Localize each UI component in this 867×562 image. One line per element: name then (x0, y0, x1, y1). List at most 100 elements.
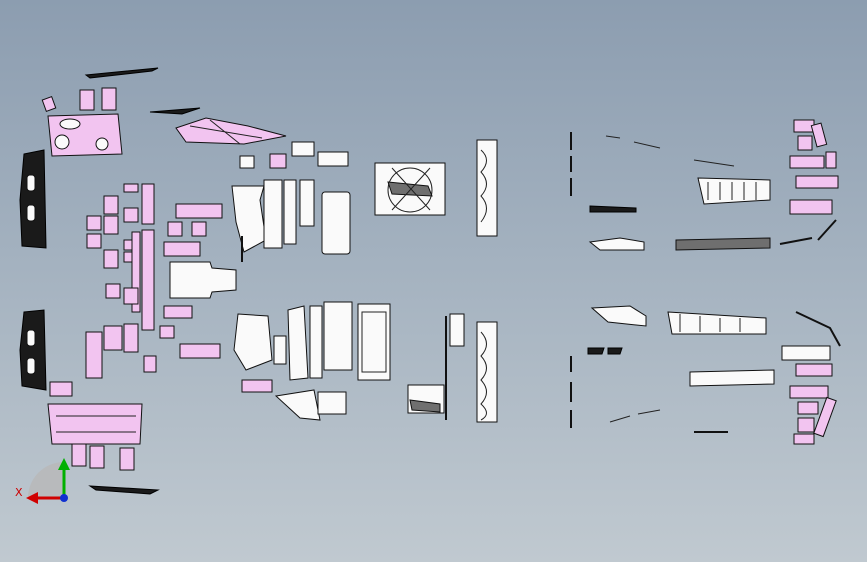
small-part (813, 396, 837, 438)
rail-part (131, 231, 141, 313)
bracket-slot (26, 329, 36, 347)
plate-part (179, 343, 221, 359)
small-part (797, 417, 815, 433)
plate-part (789, 155, 825, 169)
small-part (317, 151, 349, 167)
thin-line-part (609, 409, 661, 423)
bolt-boss (54, 134, 70, 150)
beam-ribs (679, 314, 741, 332)
small-part (317, 391, 347, 415)
block-part (321, 191, 351, 255)
plate-part (789, 385, 829, 399)
plate-part (163, 305, 193, 319)
beam-part (689, 369, 775, 387)
tread-pattern (480, 149, 487, 223)
plate-part (781, 345, 831, 361)
small-part (810, 122, 828, 148)
small-part (825, 151, 837, 169)
mount-hole (59, 118, 81, 130)
small-panel-part (79, 89, 95, 111)
small-part (119, 447, 135, 471)
tread-pattern (480, 331, 487, 421)
small-bracket-part (41, 96, 57, 112)
tread-strip-part (476, 139, 498, 237)
arm-part (588, 237, 645, 251)
blade-edge (189, 119, 263, 145)
plate-part (163, 241, 201, 257)
right-lower-cluster (570, 305, 841, 445)
arm-part (590, 305, 647, 327)
small-part (103, 325, 123, 351)
small-part (123, 287, 139, 305)
wheel-rim (387, 167, 433, 213)
small-panel-part (101, 87, 117, 111)
small-part (793, 433, 815, 445)
small-part (103, 215, 119, 235)
bracket-part (233, 313, 273, 371)
plate-part (795, 175, 839, 189)
wheel-spoke-lines (391, 167, 431, 211)
small-part (85, 331, 103, 379)
small-part (103, 249, 119, 269)
plate-part (175, 203, 223, 219)
column-part (263, 179, 283, 249)
tread-strip-part (476, 321, 498, 423)
small-part (797, 401, 819, 415)
frame-inner (361, 311, 387, 373)
small-part (191, 221, 207, 237)
small-dark-part (607, 347, 623, 355)
small-part (123, 207, 139, 223)
column-part (323, 301, 353, 371)
small-part (71, 443, 87, 467)
plate-part (789, 199, 833, 215)
bracket-slot (26, 174, 36, 192)
arm-part (675, 237, 771, 251)
blade-part (175, 117, 287, 145)
plate-part (241, 379, 273, 393)
small-part (159, 325, 175, 339)
small-part (49, 381, 73, 397)
bracket-slot (26, 357, 36, 375)
bolt-boss (95, 137, 109, 151)
small-part (274, 389, 321, 421)
thin-strip-part (84, 67, 159, 79)
small-part (123, 323, 139, 353)
thin-strip-part (589, 205, 637, 213)
thin-strip-part (149, 107, 201, 115)
left-upper-cluster (19, 67, 498, 331)
triad-quadrant (28, 462, 64, 498)
beam-part (667, 311, 767, 335)
small-dark-part (587, 347, 605, 355)
small-part (89, 445, 105, 469)
rail-part (141, 183, 155, 225)
small-part (239, 155, 255, 169)
small-part (86, 233, 102, 249)
coordinate-triad-icon: X (15, 458, 70, 504)
bracket-slot (26, 204, 36, 222)
wheel-spoke (409, 399, 441, 413)
column-part (299, 179, 315, 227)
small-part (103, 195, 119, 215)
thin-line-part (795, 311, 841, 347)
axis-x-label: X (15, 486, 23, 499)
housing-part (47, 403, 143, 445)
small-part (269, 153, 287, 169)
rail-part (141, 229, 155, 331)
thin-strip-part (88, 485, 160, 495)
column-part (283, 179, 297, 245)
thin-line-part (693, 159, 735, 167)
beam-ribs (707, 182, 757, 200)
bracket-part (231, 185, 267, 253)
small-part (143, 355, 157, 373)
connector-part (169, 261, 237, 299)
frame-part (357, 303, 391, 381)
thin-line-part (605, 135, 661, 149)
black-bracket-part (19, 149, 47, 249)
small-part (167, 221, 183, 237)
housing-part (47, 113, 123, 157)
small-part (273, 335, 287, 365)
column-part (309, 305, 323, 379)
plate-part (795, 363, 833, 377)
